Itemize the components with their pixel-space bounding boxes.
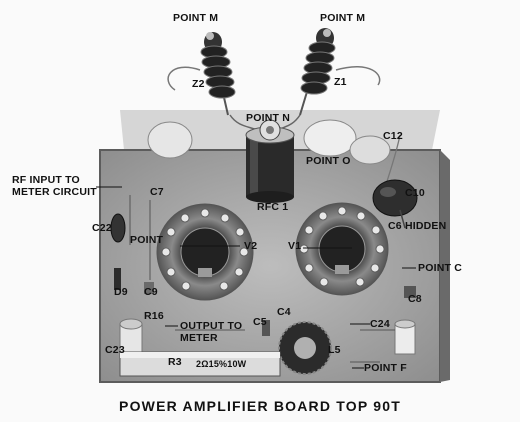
socket-v2 — [156, 203, 254, 301]
capacitor-c10 — [372, 179, 418, 229]
label-z1: Z1 — [334, 76, 347, 88]
label-rf-input-line1: RF INPUT TO — [12, 174, 80, 186]
label-point-m-right: POINT M — [320, 12, 366, 24]
label-point-c: POINT C — [418, 262, 462, 274]
label-point-f: POINT F — [364, 362, 407, 374]
label-c8: C8 — [408, 293, 422, 305]
label-point-l: POINT — [130, 234, 164, 246]
label-c24: C24 — [370, 318, 390, 330]
label-c4: C4 — [277, 306, 291, 318]
standoff-c23 — [119, 318, 143, 359]
toroid-l5 — [278, 321, 332, 375]
label-output-line2: METER — [180, 332, 218, 344]
resistor-r3 — [119, 351, 281, 377]
standoff-right-bottom — [394, 319, 416, 355]
label-point-o: POINT O — [306, 155, 351, 167]
choke-z2 — [167, 32, 236, 116]
capacitor-c22 — [110, 213, 126, 243]
label-output-line1: OUTPUT TO — [180, 320, 243, 332]
label-c10: C10 — [405, 187, 425, 199]
label-c6-hidden: C6 HIDDEN — [388, 220, 447, 232]
label-c7: C7 — [150, 186, 164, 198]
label-rfc1: RFC 1 — [257, 201, 289, 213]
label-r16: R16 — [144, 310, 164, 322]
label-d9: D9 — [114, 286, 128, 298]
label-rf-input-line2: METER CIRCUIT — [12, 186, 97, 198]
rfc1-choke — [245, 119, 295, 203]
socket-pins — [161, 206, 385, 291]
label-v2: V2 — [244, 240, 258, 252]
label-v1: V1 — [288, 240, 302, 252]
board-shadow-right — [440, 150, 450, 382]
socket-v1 — [295, 202, 389, 296]
figure-caption: POWER AMPLIFIER BOARD TOP 90T — [119, 398, 401, 414]
choke-z1 — [299, 28, 381, 116]
capacitor-c8 — [404, 286, 416, 298]
capacitor-c5 — [262, 320, 270, 336]
label-c9: C9 — [144, 286, 158, 298]
label-c22: C22 — [92, 222, 112, 234]
label-c12: C12 — [383, 130, 403, 142]
label-c5: C5 — [253, 316, 267, 328]
standoff-right — [349, 135, 391, 165]
capacitor-c9 — [144, 282, 154, 294]
label-point-m-left: POINT M — [173, 12, 219, 24]
label-l5: L5 — [328, 344, 341, 356]
label-point-n: POINT N — [246, 112, 290, 124]
resistor-marking: 2Ω15%10W — [196, 359, 247, 369]
label-c23: C23 — [105, 344, 125, 356]
standoff-mid — [303, 119, 357, 157]
label-z2: Z2 — [192, 78, 205, 90]
diode-d9 — [114, 268, 121, 290]
standoff-left — [147, 121, 193, 159]
label-r3: R3 — [168, 356, 182, 368]
